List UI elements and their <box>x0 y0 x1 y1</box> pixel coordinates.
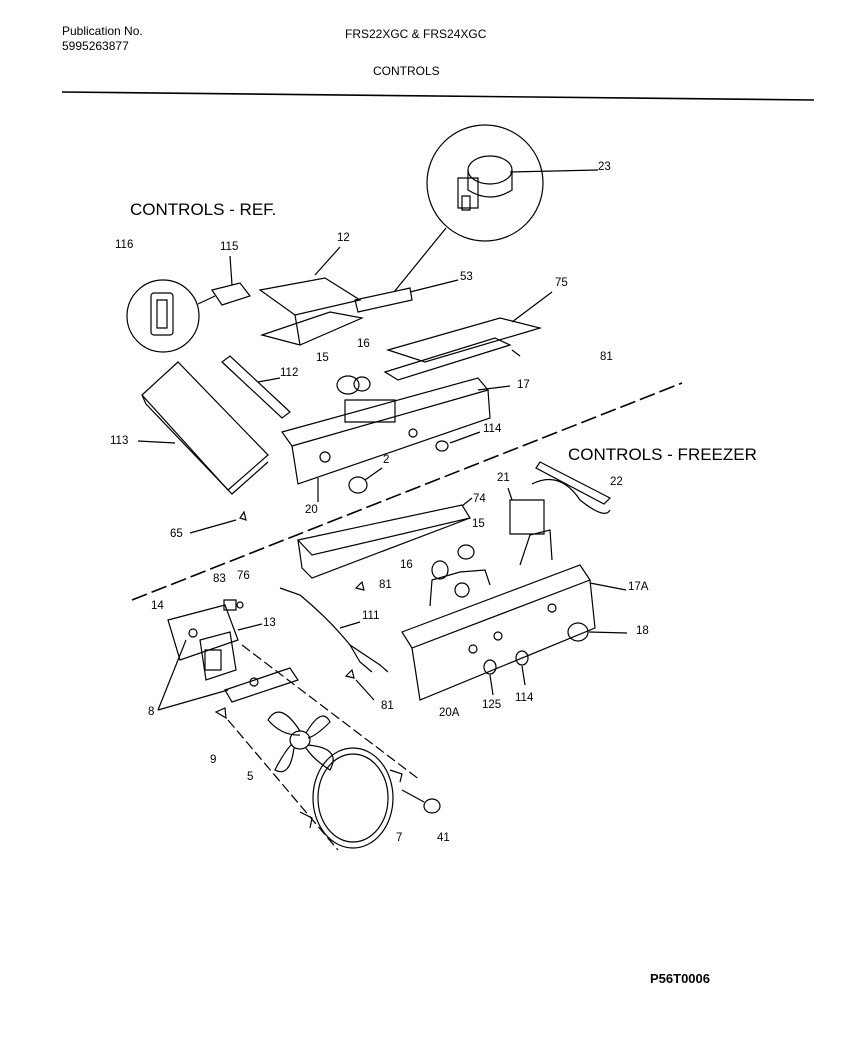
callout-16-b: 16 <box>400 559 413 571</box>
part-81-screw-b <box>356 582 364 590</box>
callout-16-a: 16 <box>357 338 370 350</box>
part-112-rod <box>222 356 290 418</box>
part-15-bulb <box>432 545 474 579</box>
part-17a-control-housing <box>402 530 626 700</box>
callout-125: 125 <box>482 699 502 711</box>
callout-20a: 20A <box>439 707 460 719</box>
callout-20: 20 <box>305 504 318 516</box>
part-75-cover <box>385 292 552 380</box>
part-2-knob <box>349 468 382 493</box>
callout-2: 2 <box>383 454 390 466</box>
callout-116: 116 <box>115 239 134 251</box>
part-12-housing <box>260 247 458 345</box>
callout-53: 53 <box>460 271 473 283</box>
callout-81-b: 81 <box>379 579 392 591</box>
part-17-control-housing <box>282 376 510 484</box>
part-114-ref-socket <box>436 432 480 451</box>
callout-5: 5 <box>247 771 254 783</box>
callout-114-a: 114 <box>483 423 502 435</box>
callout-23: 23 <box>598 161 611 173</box>
diagram-code: P56T0006 <box>650 971 710 986</box>
callout-83: 83 <box>213 573 226 585</box>
callout-17: 17 <box>517 379 530 391</box>
callout-17a: 17A <box>628 581 649 593</box>
part-114-freezer-socket <box>516 651 528 685</box>
part-115-bracket <box>212 256 250 305</box>
callout-76: 76 <box>237 570 250 582</box>
callout-13: 13 <box>263 617 276 629</box>
part-13-fan-motor <box>168 605 298 718</box>
page-title: CONTROLS <box>373 64 440 78</box>
callout-112: 112 <box>280 367 299 379</box>
callout-21: 21 <box>497 472 510 484</box>
header-rule <box>62 92 814 100</box>
publication-label: Publication No. <box>62 24 143 38</box>
callout-65: 65 <box>170 528 183 540</box>
part-116-lens-detail <box>127 280 215 352</box>
section-title-freezer: CONTROLS - FREEZER <box>568 445 757 464</box>
callout-15-b: 15 <box>472 518 485 530</box>
part-5-fan-blade <box>268 712 333 772</box>
callout-113: 113 <box>110 435 129 447</box>
callout-81-a: 81 <box>600 351 613 363</box>
part-113-panel <box>138 362 268 494</box>
publication-number: 5995263877 <box>62 39 129 53</box>
part-41-screw <box>402 790 440 813</box>
callout-41: 41 <box>437 832 450 844</box>
section-divider <box>132 383 682 600</box>
callout-22: 22 <box>610 476 623 488</box>
callout-74: 74 <box>473 493 486 505</box>
part-65-screw <box>190 512 246 533</box>
callout-18: 18 <box>636 625 649 637</box>
callout-81-c: 81 <box>381 700 394 712</box>
part-21-thermostat <box>508 462 610 534</box>
part-18-knob <box>568 623 627 641</box>
callout-75: 75 <box>555 277 568 289</box>
callout-9: 9 <box>210 754 217 766</box>
callout-15-a: 15 <box>316 352 329 364</box>
callout-8: 8 <box>148 706 155 718</box>
part-81-screw-c <box>346 670 374 700</box>
part-7-fan-shroud <box>300 748 402 848</box>
section-title-ref: CONTROLS - REF. <box>130 200 277 219</box>
part-74-cover <box>298 498 472 578</box>
part-23-thermostat-detail <box>394 125 598 292</box>
callout-114-b: 114 <box>515 692 534 704</box>
callout-12: 12 <box>337 232 350 244</box>
callout-115: 115 <box>220 241 239 253</box>
callout-14: 14 <box>151 600 164 612</box>
callout-7: 7 <box>396 832 403 844</box>
part-111-harness <box>280 588 388 672</box>
model-numbers: FRS22XGC & FRS24XGC <box>345 27 487 41</box>
part-125-socket <box>484 660 496 695</box>
callout-111: 111 <box>362 610 380 622</box>
